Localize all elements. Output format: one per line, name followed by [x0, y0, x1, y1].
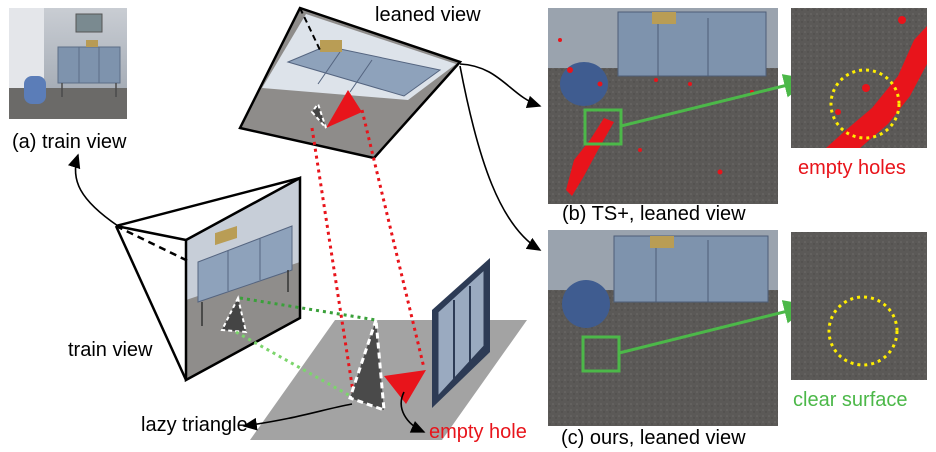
zoom-empty-holes-image: [791, 8, 927, 148]
projected-triangle-train: [220, 295, 248, 334]
ts-leaned-image: [548, 8, 778, 204]
zoom-circle-holes: [829, 68, 901, 140]
lazy-triangle-label: lazy triangle: [141, 414, 248, 436]
empty-hole-triangle: [384, 370, 426, 404]
train-view-label: train view: [68, 339, 153, 361]
train-view-caption: (a) train view: [12, 131, 127, 153]
lazy-triangle-leaned: [310, 101, 327, 129]
ours-zoom-box: [581, 335, 621, 373]
leaned-camera-frustum: [238, 6, 463, 160]
lazy-triangle: [348, 319, 386, 413]
clear-surface-label: clear surface: [793, 389, 908, 411]
arrow-lazy-triangle: [242, 403, 353, 431]
empty-holes-label: empty holes: [798, 157, 906, 179]
red-hole-leaned: [326, 90, 362, 128]
arrow-to-train-view: [68, 153, 119, 227]
arrow-empty-hole: [400, 391, 426, 433]
cabinet-object: [432, 258, 490, 408]
arrow-to-ts-view: [459, 63, 542, 109]
projection-line-green-bottom: [235, 330, 355, 400]
projection-line-green-top: [239, 296, 377, 322]
empty-hole-label: empty hole: [429, 421, 527, 443]
projection-line-red-right: [360, 109, 426, 369]
leaned-view-label: leaned view: [375, 4, 481, 26]
zoom-circle-clear: [827, 295, 899, 367]
ours-caption: (c) ours, leaned view: [561, 427, 746, 449]
arrow-to-ours-view: [459, 65, 542, 251]
ts-caption: (b) TS+, leaned view: [562, 203, 746, 225]
train-camera-frustum: [114, 175, 302, 383]
ts-zoom-box: [583, 108, 623, 146]
ours-leaned-image: [548, 230, 778, 426]
ours-zoom-arrow: [618, 300, 811, 355]
train-view-image: [9, 8, 127, 119]
zoom-clear-surface-image: [791, 232, 927, 380]
ts-zoom-arrow: [620, 74, 811, 128]
